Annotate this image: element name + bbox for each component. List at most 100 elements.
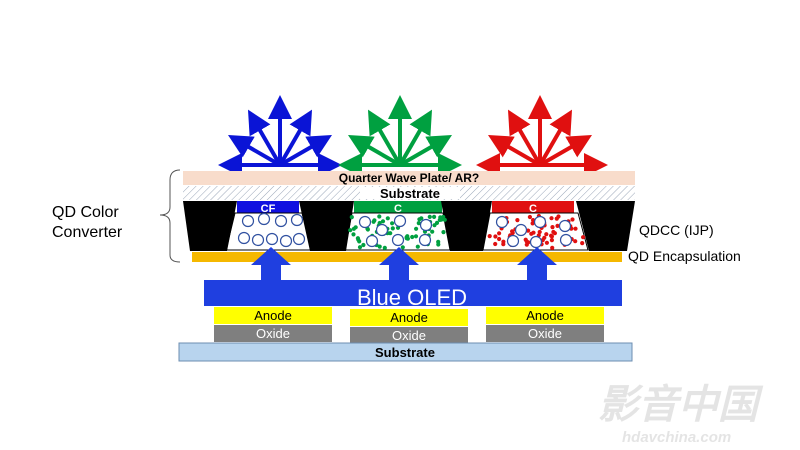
particles-red-dot-50 <box>542 235 547 240</box>
particles-blue-scatter-6 <box>265 232 279 246</box>
burst-blue-ray-2 <box>247 109 282 167</box>
particles-red-scatter-1 <box>514 223 528 237</box>
bottom-substrate-label: Substrate <box>375 345 435 360</box>
blue-color-filter-label: CF <box>261 203 276 215</box>
watermark-url: hdavchina.com <box>622 429 731 446</box>
burst-green-ray-2 <box>367 109 402 167</box>
particles-green-dot-17 <box>382 245 387 250</box>
qd-color-converter-label-line1: QD Color <box>52 204 119 221</box>
blue-light-up-arrows <box>251 247 557 280</box>
particles-green-dot-63 <box>427 214 432 219</box>
particles-red-dot-53 <box>526 240 531 245</box>
particles-red-dot-35 <box>544 240 550 245</box>
oxide-1-label: Oxide <box>256 326 290 341</box>
anode-oxide-stack-3: Anode Oxide <box>486 307 604 342</box>
oxide-3-label: Oxide <box>528 326 562 341</box>
oxide-2 <box>350 327 468 343</box>
particles-green-scatter-2 <box>393 214 407 228</box>
particles-green-dot-49 <box>348 228 353 233</box>
particles-blue-scatter-0 <box>241 214 255 228</box>
particles-green-scatter-0 <box>358 215 372 229</box>
green-emission-arrows <box>338 95 462 177</box>
particles-red-dot-56 <box>573 226 578 231</box>
quarter-wave-plate-layer <box>183 171 635 185</box>
scattering-particles-blue <box>237 212 306 248</box>
watermark-chars: 影音中国 <box>598 383 764 427</box>
particles-green-dot-64 <box>349 215 354 220</box>
particles-green-dot-65 <box>372 218 377 223</box>
particles-green-dot-20 <box>390 226 395 231</box>
particles-green-dot-34 <box>377 244 382 249</box>
particles-red-dot-32 <box>555 223 560 228</box>
anode-oxide-stack-1: Anode Oxide <box>214 307 332 342</box>
up-arrow-1 <box>251 247 291 280</box>
particles-red-scatter-4 <box>506 234 520 248</box>
particles-red-dot-65 <box>549 216 554 221</box>
red-quantum-dots <box>487 213 586 250</box>
particles-blue-scatter-2 <box>274 214 288 228</box>
particles-red-dot-67 <box>529 231 534 236</box>
anode-3-label: Anode <box>526 308 564 323</box>
anode-3 <box>486 307 604 324</box>
particles-green-dot-51 <box>377 214 382 219</box>
particles-red-dot-52 <box>549 238 555 243</box>
particles-red-dot-40 <box>550 225 555 230</box>
green-quantum-dots <box>348 214 447 250</box>
particles-blue-scatter-8 <box>292 232 306 246</box>
particles-green-dot-68 <box>430 229 435 234</box>
particles-green-scatter-5 <box>391 233 405 247</box>
blue-color-filter <box>237 201 299 213</box>
burst-red-ray-2 <box>507 109 542 167</box>
particles-red-dot-20 <box>493 241 498 247</box>
particles-green-dot-53 <box>356 237 361 242</box>
burst-blue-ray-5 <box>279 135 332 167</box>
anode-2 <box>350 309 468 326</box>
blue-oled-layer <box>204 280 622 306</box>
qd-color-converter-brace <box>159 169 181 263</box>
particles-red-dot-64 <box>556 214 561 219</box>
burst-blue-ray-4 <box>278 109 313 167</box>
particles-green-dot-1 <box>385 216 390 221</box>
particles-red-dot-58 <box>544 232 549 237</box>
particles-green-dot-31 <box>380 219 386 224</box>
particles-red-dot-18 <box>527 214 533 220</box>
particles-red-dot-19 <box>570 217 575 222</box>
blue-emission-arrows <box>218 95 342 177</box>
particles-green-dot-60 <box>432 223 437 228</box>
particles-green-scatter-6 <box>418 233 432 247</box>
particles-red-dot-49 <box>551 229 556 235</box>
particles-green-dot-61 <box>404 235 409 240</box>
top-substrate-label: Substrate <box>380 186 440 201</box>
quarter-wave-plate-label: Quarter Wave Plate/ AR? <box>339 171 479 185</box>
oxide-2-label: Oxide <box>392 328 426 343</box>
oxide-1 <box>214 325 332 342</box>
particles-red-dot-68 <box>497 236 502 242</box>
particles-red-dot-59 <box>523 237 528 242</box>
particles-red-scatter-0 <box>495 215 509 229</box>
particles-blue-scatter-3 <box>290 213 304 227</box>
qdcc-label: QDCC (IJP) <box>639 222 714 238</box>
particles-blue-scatter-4 <box>237 231 251 245</box>
blue-oled-label: Blue OLED <box>357 285 467 310</box>
particles-red-dot-30 <box>549 234 555 239</box>
particles-green-dot-56 <box>353 225 358 230</box>
particles-red-dot-5 <box>515 218 520 223</box>
particles-green-dot-42 <box>410 234 415 240</box>
bottom-substrate-layer <box>178 342 633 362</box>
anode-oxide-stack-2: Anode Oxide <box>350 309 468 343</box>
particles-green-dot-32 <box>413 234 419 239</box>
particles-green-dot-2 <box>361 242 366 248</box>
red-emission-arrows <box>476 95 608 177</box>
particles-red-scatter-5 <box>529 235 543 249</box>
black-bank-4 <box>576 201 635 251</box>
particles-green-dot-41 <box>357 245 363 250</box>
particles-blue-scatter-1 <box>257 212 271 226</box>
particles-red-scatter-6 <box>559 233 573 247</box>
particles-green-dot-54 <box>439 217 444 222</box>
burst-red-ray-4 <box>538 109 573 167</box>
particles-red-dot-0 <box>580 241 585 246</box>
burst-red-ray-1 <box>488 135 541 167</box>
burst-green-ray-5 <box>399 135 452 167</box>
qd-encapsulation-label: QD Encapsulation <box>628 248 741 264</box>
